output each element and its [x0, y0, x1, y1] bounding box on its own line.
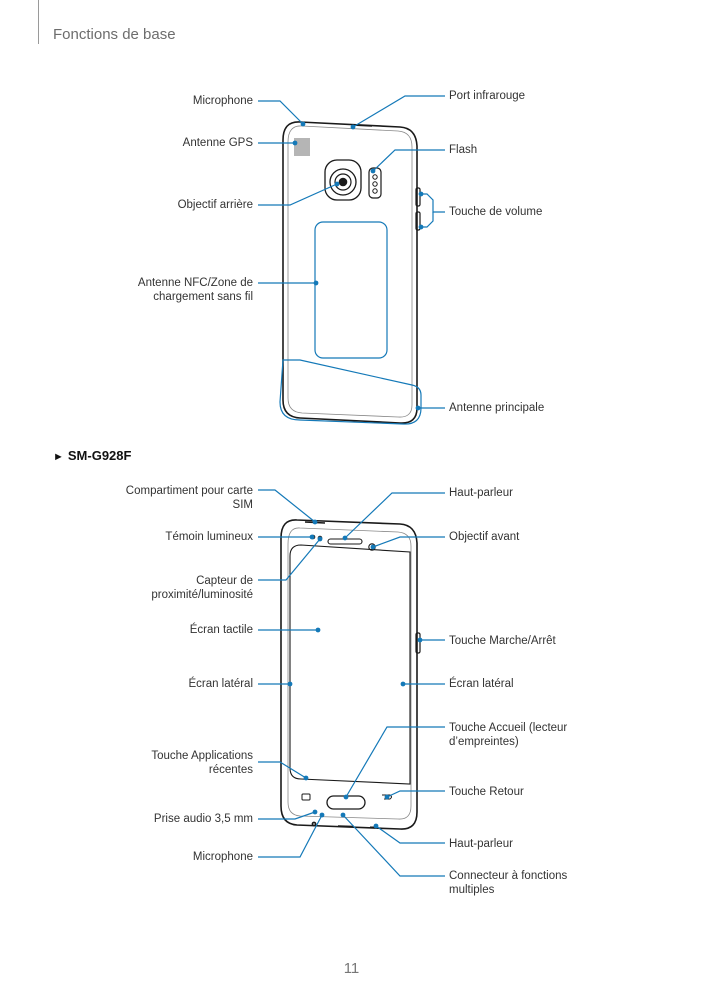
- label-connector-line1: Connecteur à fonctions: [449, 870, 568, 882]
- front-callouts: [258, 489, 445, 877]
- back-callout-dots: [292, 121, 424, 411]
- label-main-antenna: Antenne principale: [449, 402, 545, 414]
- label-recent-line1: Touche Applications: [151, 750, 253, 762]
- gps-antenna-area: [294, 138, 310, 156]
- label-sensor-line1: Capteur de: [196, 575, 253, 587]
- model-arrow-icon: ►: [53, 451, 64, 463]
- section-title: Fonctions de base: [53, 26, 176, 43]
- label-earpiece: Haut-parleur: [449, 487, 513, 499]
- label-nfc-antenna: Antenne NFC/Zone de chargement sans fil: [138, 276, 253, 304]
- label-edge-left: Écran latéral: [188, 678, 253, 690]
- page-number: 11: [343, 960, 360, 977]
- label-connector-line2: multiples: [449, 884, 495, 896]
- phone-back: [282, 121, 421, 424]
- label-audio-jack: Prise audio 3,5 mm: [153, 813, 253, 825]
- label-sim-line2: SIM: [232, 499, 253, 511]
- header-rule: [38, 0, 39, 44]
- label-ir-port: Port infrarouge: [449, 90, 526, 102]
- label-power-key: Touche Marche/Arrêt: [449, 635, 556, 647]
- label-home-line1: Touche Accueil (lecteur: [449, 722, 568, 734]
- label-led: Témoin lumineux: [165, 531, 253, 543]
- label-front-camera: Objectif avant: [449, 531, 520, 543]
- label-connector: Connecteur à fonctions multiples: [449, 869, 567, 897]
- label-proximity-sensor: Capteur de proximité/luminosité: [151, 574, 253, 602]
- label-nfc-line1: Antenne NFC/Zone de: [137, 277, 253, 289]
- label-microphone-bottom: Microphone: [192, 851, 253, 863]
- phone-front: [280, 519, 421, 830]
- label-nfc-line2: chargement sans fil: [153, 291, 253, 303]
- front-callout-dots: [287, 519, 423, 829]
- label-touchscreen: Écran tactile: [189, 624, 253, 636]
- label-home-key: Touche Accueil (lecteur d’empreintes): [449, 721, 567, 749]
- label-volume-key: Touche de volume: [449, 206, 543, 218]
- model-name: SM-G928F: [67, 448, 132, 463]
- back-callouts: [258, 95, 445, 425]
- label-sensor-line2: proximité/luminosité: [151, 589, 253, 601]
- label-sim-tray: Compartiment pour carte SIM: [126, 484, 253, 512]
- label-recent-apps: Touche Applications récentes: [151, 749, 253, 777]
- label-home-line2: d’empreintes): [449, 736, 519, 748]
- label-rear-camera: Objectif arrière: [177, 199, 253, 211]
- label-microphone-top: Microphone: [192, 95, 253, 107]
- label-sim-line1: Compartiment pour carte: [125, 485, 253, 497]
- label-edge-right: Écran latéral: [449, 678, 514, 690]
- label-speaker: Haut-parleur: [449, 838, 513, 850]
- model-heading: ►SM-G928F: [53, 448, 131, 463]
- label-back-key: Touche Retour: [449, 786, 524, 798]
- label-recent-line2: récentes: [208, 764, 253, 776]
- label-gps-antenna: Antenne GPS: [182, 137, 253, 149]
- label-flash: Flash: [449, 144, 478, 156]
